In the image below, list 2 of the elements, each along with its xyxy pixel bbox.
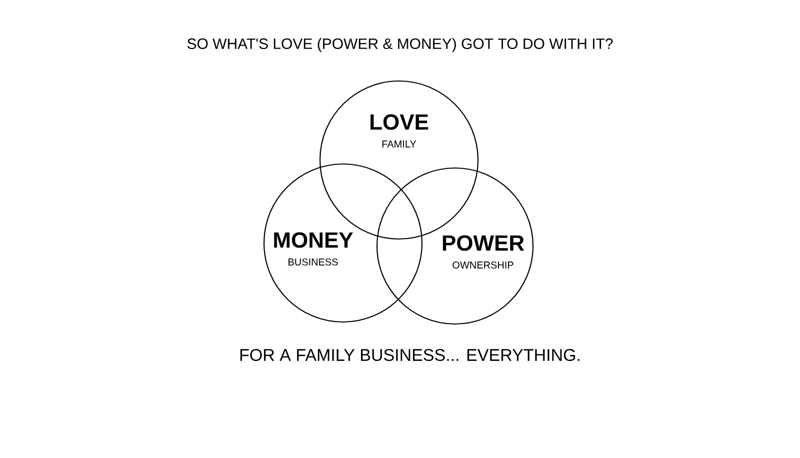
- caption: FOR A FAMILY BUSINESS... EVERYTHING.: [240, 348, 580, 362]
- title: SO WHAT'S LOVE (POWER & MONEY) GOT TO DO WITH IT?: [187, 38, 613, 52]
